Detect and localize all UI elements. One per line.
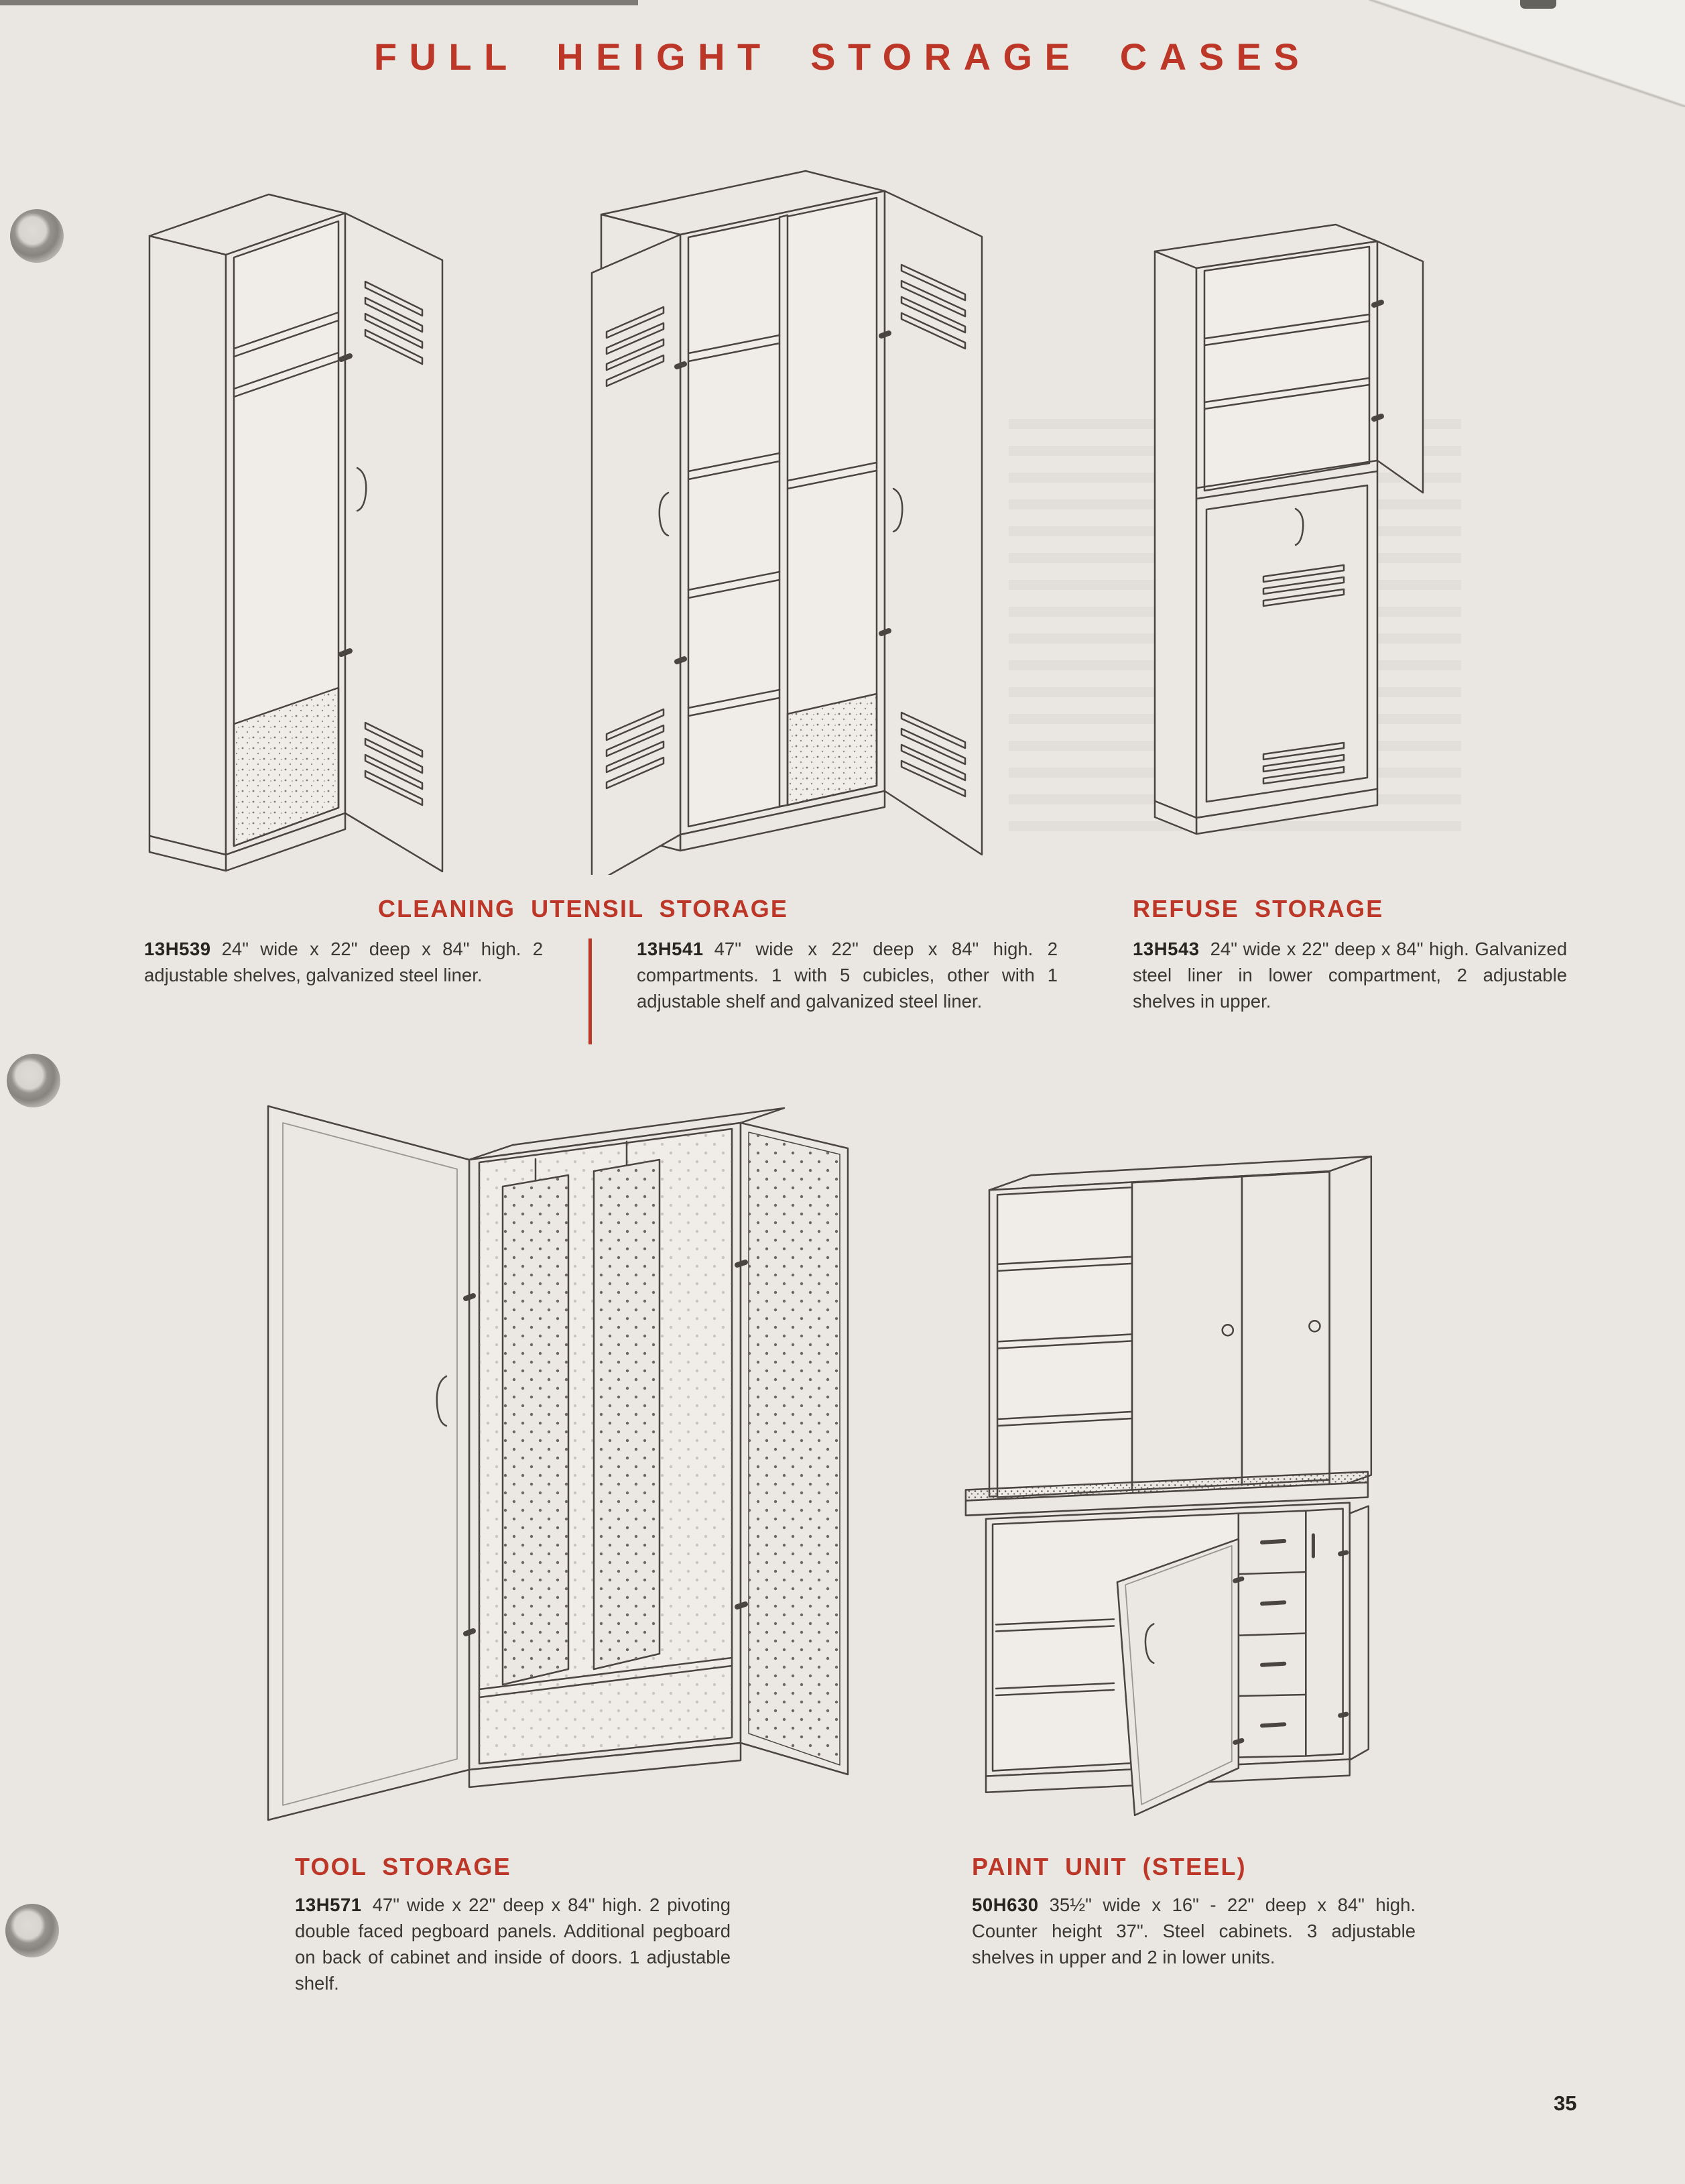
model-number: 13H571 <box>295 1894 362 1915</box>
single-door-cabinet-illustration <box>148 193 444 873</box>
section-heading-tool-storage: TOOL STORAGE <box>295 1853 511 1880</box>
model-number: 13H543 <box>1133 938 1200 959</box>
cabinet-13h541-drawing <box>580 164 1009 875</box>
model-number: 13H539 <box>144 938 211 959</box>
scan-notch-artifact <box>1520 0 1556 9</box>
section-heading-cleaning-utensil-storage: CLEANING UTENSIL STORAGE <box>377 895 789 922</box>
product-description: 47" wide x 22" deep x 84" high. 2 compar… <box>637 938 1058 1012</box>
cabinet-13h571-drawing <box>248 1096 865 1833</box>
binder-hole-top <box>10 209 64 263</box>
cabinet-50h630-drawing <box>955 1150 1428 1830</box>
binder-hole-middle <box>7 1054 60 1107</box>
refuse-cabinet-illustration <box>1153 223 1424 835</box>
section-heading-refuse-storage: REFUSE STORAGE <box>1133 895 1384 922</box>
cabinet-13h539-drawing <box>144 188 469 875</box>
page-number: 35 <box>1554 2091 1577 2115</box>
model-number: 50H630 <box>972 1894 1039 1915</box>
product-description: 24" wide x 22" deep x 84" high. Galvaniz… <box>1133 938 1567 1012</box>
cabinet-13h543-drawing <box>1139 211 1434 858</box>
page-corner-fold <box>1369 0 1685 107</box>
page-title: FULL HEIGHT STORAGE CASES <box>373 36 1312 78</box>
model-number: 13H541 <box>637 938 704 959</box>
product-description: 35½" wide x 16" - 22" deep x 84" high. C… <box>972 1894 1416 1968</box>
scan-top-edge-artifact <box>0 0 638 5</box>
product-description: 24" wide x 22" deep x 84" high. 2 adjust… <box>144 938 543 986</box>
red-divider <box>588 938 592 1044</box>
double-door-cabinet-illustration <box>590 170 983 875</box>
binder-hole-bottom <box>5 1904 59 1957</box>
paint-unit-illustration <box>964 1155 1373 1817</box>
section-heading-paint-unit: PAINT UNIT (STEEL) <box>972 1853 1247 1880</box>
tool-storage-cabinet-illustration <box>267 1105 849 1821</box>
product-description: 47" wide x 22" deep x 84" high. 2 pivoti… <box>295 1894 731 1994</box>
